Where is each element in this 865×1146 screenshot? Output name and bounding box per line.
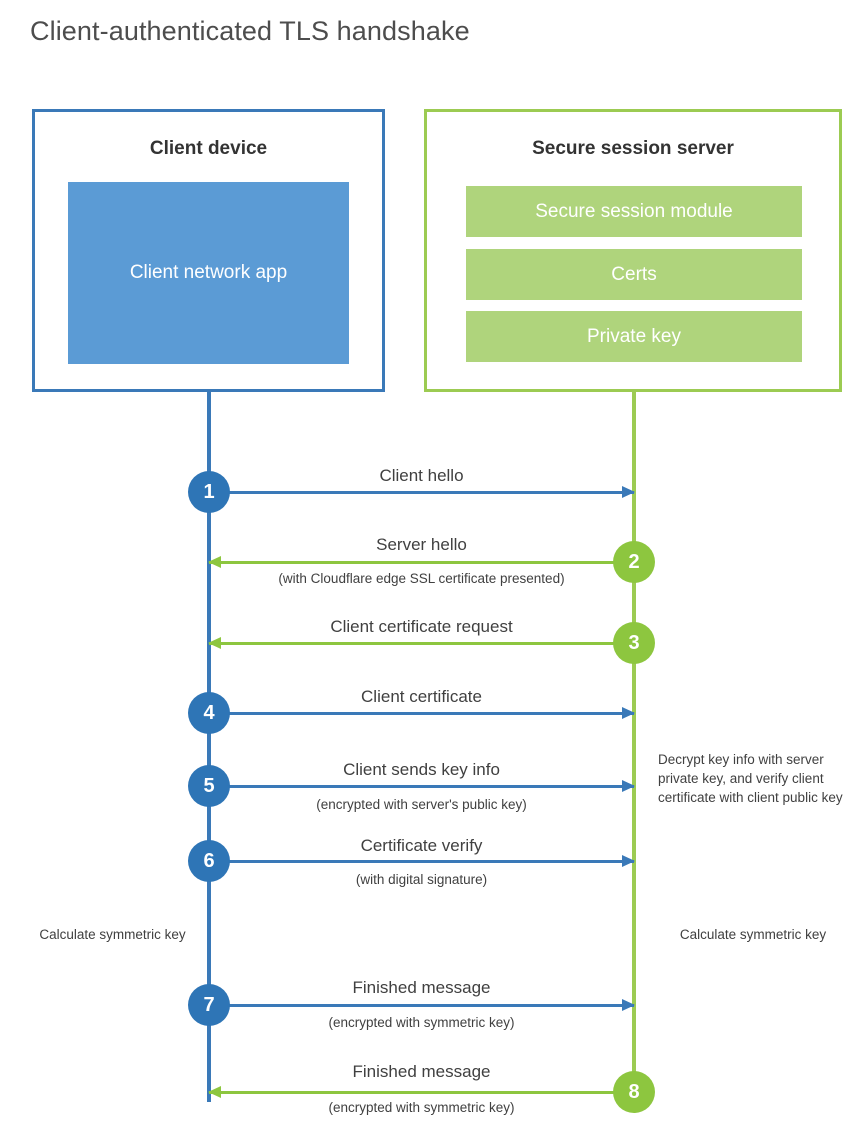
step-2-arrow-head <box>208 556 221 568</box>
step-3-circle[interactable]: 3 <box>613 622 655 664</box>
secure-session-server-title: Secure session server <box>532 138 734 159</box>
client-lifeline <box>207 392 211 1102</box>
step-3-label: Client certificate request <box>330 617 513 636</box>
step-8-arrow <box>208 1086 634 1098</box>
client-device-title: Client device <box>149 138 268 159</box>
step-7-circle[interactable]: 7 <box>188 984 230 1026</box>
step-6-label: Certificate verify <box>360 836 483 855</box>
step-5-circle[interactable]: 5 <box>188 765 230 807</box>
step-7-arrow-shaft <box>209 1004 634 1007</box>
step-2-sublabel: (with Cloudflare edge SSL certificate pr… <box>278 571 565 586</box>
client-device-box: Client device Client network app <box>32 109 385 392</box>
step-4-circle[interactable]: 4 <box>188 692 230 734</box>
step-6-sublabel: (with digital signature) <box>355 872 488 887</box>
step-8-sublabel: (encrypted with symmetric key) <box>328 1100 515 1115</box>
client-calculate-symmetric-key-note: Calculate symmetric key <box>39 927 186 942</box>
step-5-arrow <box>209 780 635 792</box>
step-7-arrow <box>209 999 635 1011</box>
server-lifeline <box>632 392 636 1102</box>
step-4-arrow-head <box>622 707 635 719</box>
step-6-circle[interactable]: 6 <box>188 840 230 882</box>
step-4-label: Client certificate <box>361 687 482 706</box>
step-4-arrow <box>209 707 635 719</box>
server-component-secure-session-module: Secure session module <box>466 186 802 237</box>
client-network-app-box: Client network app <box>68 182 349 364</box>
step-3-arrow-head <box>208 637 221 649</box>
step-3-arrow-shaft <box>209 642 634 645</box>
server-decrypt-note: Decrypt key info with server private key… <box>658 752 843 806</box>
step-3-arrow <box>208 637 634 649</box>
step-8-label: Finished message <box>352 1062 491 1081</box>
step-7-arrow-head <box>622 999 635 1011</box>
step-6-arrow <box>209 855 635 867</box>
step-4-arrow-shaft <box>209 712 634 715</box>
step-7-sublabel: (encrypted with symmetric key) <box>328 1015 515 1030</box>
step-6-arrow-shaft <box>209 860 634 863</box>
server-component-private-key: Private key <box>466 311 802 362</box>
step-2-arrow <box>208 556 634 568</box>
step-2-label: Server hello <box>376 535 467 554</box>
step-5-arrow-shaft <box>209 785 634 788</box>
step-8-arrow-head <box>208 1086 221 1098</box>
step-5-arrow-head <box>622 780 635 792</box>
step-6-arrow-head <box>622 855 635 867</box>
server-calculate-symmetric-key-note: Calculate symmetric key <box>679 927 827 942</box>
step-1-circle[interactable]: 1 <box>188 471 230 513</box>
secure-session-server-box: Secure session server Secure session mod… <box>424 109 842 392</box>
step-1-arrow-shaft <box>209 491 634 494</box>
step-8-arrow-shaft <box>209 1091 634 1094</box>
step-5-sublabel: (encrypted with server's public key) <box>316 797 527 812</box>
step-5-label: Client sends key info <box>343 760 500 779</box>
step-8-circle[interactable]: 8 <box>613 1071 655 1113</box>
page-title: Client-authenticated TLS handshake <box>30 16 470 46</box>
step-1-arrow <box>209 486 635 498</box>
step-7-label: Finished message <box>352 978 491 997</box>
step-2-circle[interactable]: 2 <box>613 541 655 583</box>
step-1-label: Client hello <box>379 466 464 485</box>
server-component-certs: Certs <box>466 249 802 300</box>
step-2-arrow-shaft <box>209 561 634 564</box>
step-1-arrow-head <box>622 486 635 498</box>
